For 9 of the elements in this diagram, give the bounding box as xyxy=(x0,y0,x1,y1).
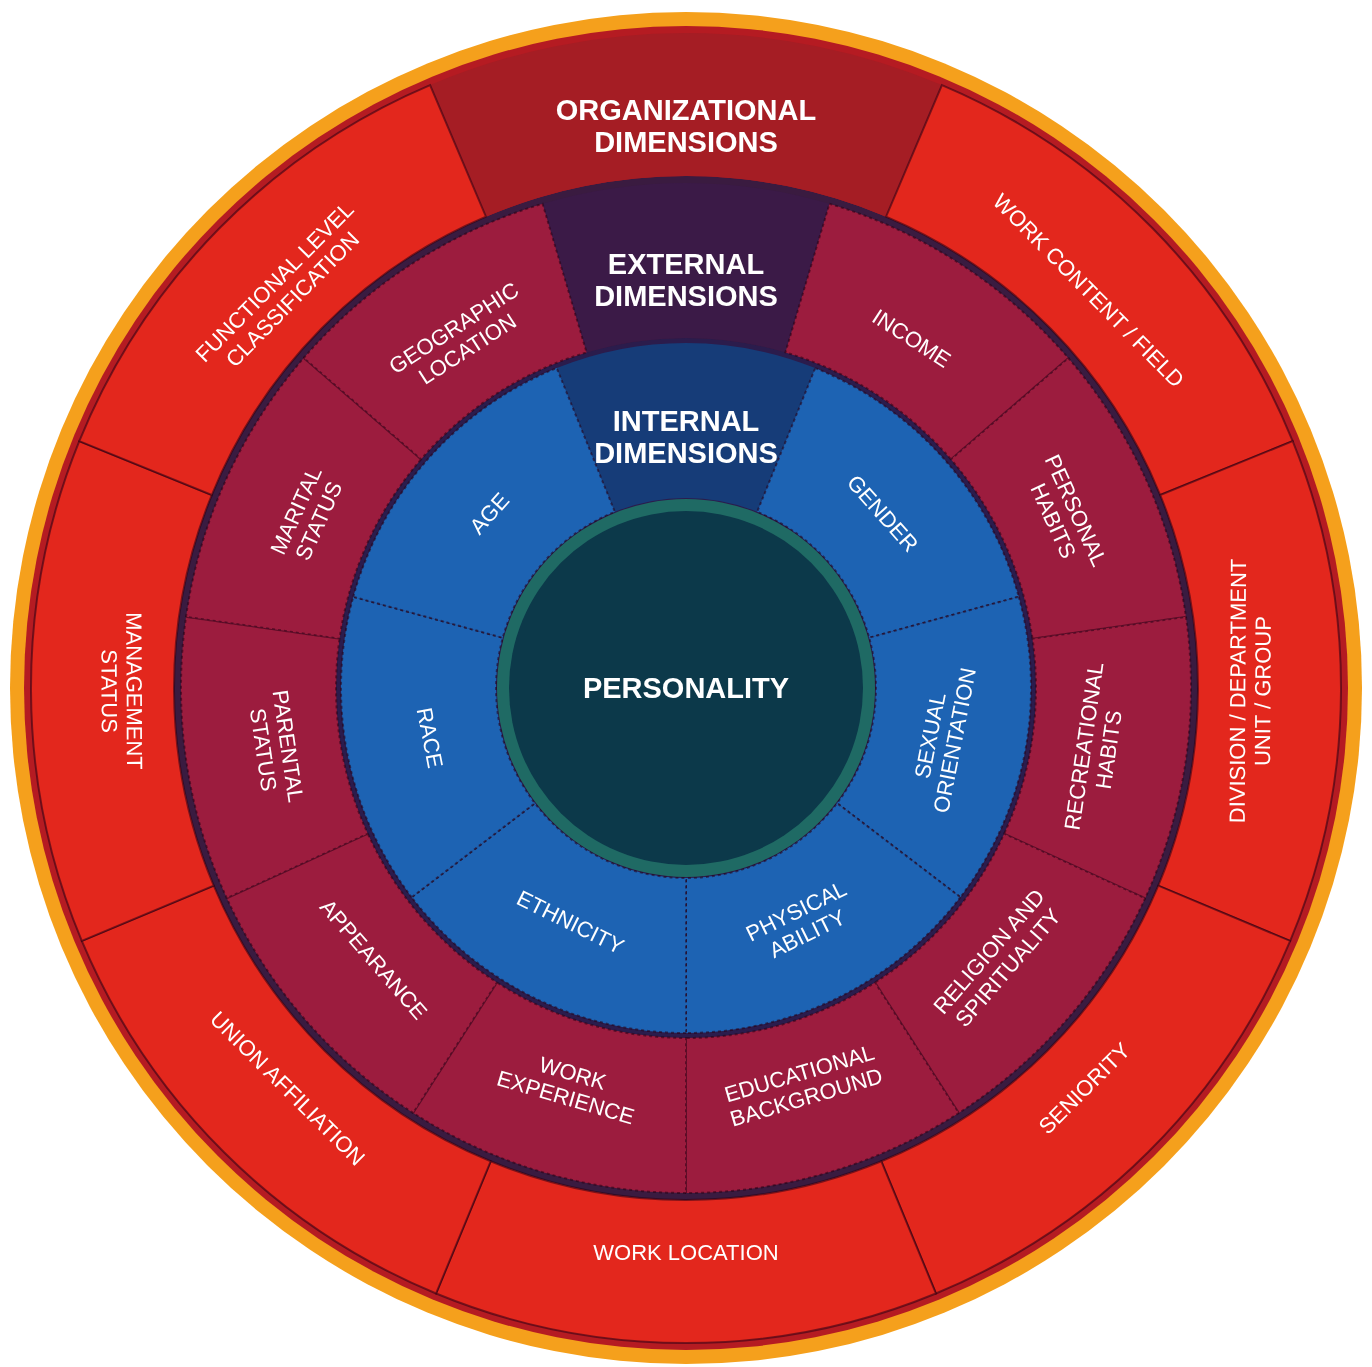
layer-heading: PERSONALITY xyxy=(581,671,791,705)
layer-heading: INTERNAL DIMENSIONS xyxy=(593,404,779,470)
dimension-label: DIVISION / DEPARTMENT UNIT / GROUP xyxy=(1225,557,1277,826)
layer-heading: EXTERNAL DIMENSIONS xyxy=(593,247,779,313)
dimension-label: PARENTAL STATUS xyxy=(244,687,310,806)
dimension-label: RACE xyxy=(410,704,449,773)
dimension-label: WORK LOCATION xyxy=(592,1240,780,1266)
layer-heading: ORGANIZATIONAL DIMENSIONS xyxy=(554,93,818,159)
dimension-label: MANAGEMENT STATUS xyxy=(95,610,147,772)
